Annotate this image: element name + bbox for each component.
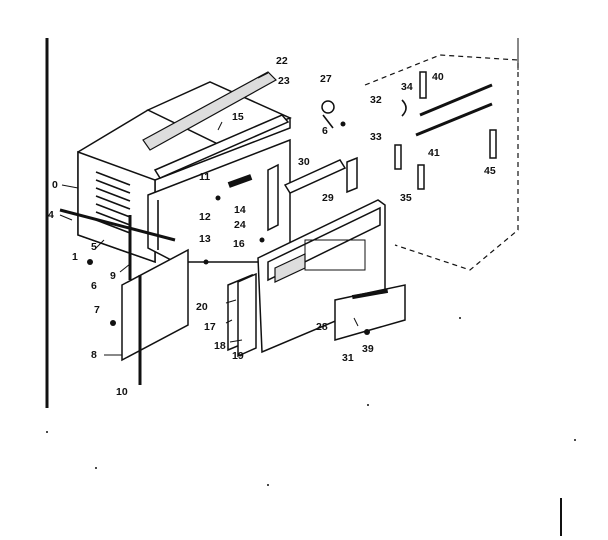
part-label-5: 5 (91, 241, 97, 253)
clip-16 (259, 237, 265, 243)
part-label-23: 23 (278, 75, 290, 87)
part-label-8: 8 (91, 349, 97, 361)
top-rail-23 (153, 114, 290, 179)
part-27-stem (322, 114, 334, 129)
part-34 (419, 71, 427, 99)
part-label-14: 14 (234, 204, 246, 216)
part-35 (417, 164, 425, 190)
part-label-24: 24 (234, 219, 246, 231)
part-33 (394, 144, 402, 170)
side-grille (95, 171, 131, 234)
screw-6 (340, 121, 346, 127)
part-label-17: 17 (204, 321, 216, 333)
side-panel-8 (121, 248, 189, 362)
part-label-32: 32 (370, 94, 382, 106)
part-label-9: 9 (110, 270, 116, 282)
part-label-41: 41 (428, 147, 440, 159)
screw-39 (364, 329, 370, 335)
part-label-20: 20 (196, 301, 208, 313)
screw-15 (217, 121, 223, 131)
part-label-19: 19 (232, 350, 244, 362)
part-label-29: 29 (322, 192, 334, 204)
rail-29 (283, 159, 347, 194)
post-29 (346, 156, 358, 194)
side-rail-4 (59, 208, 176, 242)
part-label-7: 7 (94, 304, 100, 316)
part-label-18: 18 (214, 340, 226, 352)
part-label-6-top: 6 (322, 125, 328, 137)
filter-18 (237, 272, 257, 358)
part-32 (401, 99, 407, 117)
rail-40 (419, 83, 493, 117)
part-label-4: 4 (48, 209, 54, 221)
part-label-34: 34 (401, 81, 413, 93)
screw-6-left (87, 259, 93, 265)
part-label-partial-0: 0 (52, 179, 58, 191)
part-label-15: 15 (232, 111, 244, 123)
part-label-22: 22 (276, 55, 288, 67)
part-label-39: 39 (362, 343, 374, 355)
vent-window (304, 239, 366, 271)
part-label-40: 40 (432, 71, 444, 83)
part-label-30: 30 (298, 156, 310, 168)
part-label-11: 11 (199, 171, 211, 183)
clip-14 (227, 174, 253, 188)
part-45 (489, 129, 497, 159)
kit-outline (364, 54, 519, 271)
rail-41 (415, 102, 493, 137)
screw-12 (215, 195, 221, 201)
part-label-31: 31 (342, 352, 354, 364)
knob-slot (351, 288, 389, 300)
part-label-13: 13 (199, 233, 211, 245)
part-label-partial-1: 1 (72, 251, 78, 263)
part-label-45: 45 (484, 165, 496, 177)
part-27 (321, 100, 335, 114)
part-label-33: 33 (370, 131, 382, 143)
part-label-28: 28 (316, 321, 328, 333)
top-rail-22 (142, 71, 277, 151)
inner-frame-11 (147, 138, 291, 263)
part-label-10: 10 (116, 386, 128, 398)
screw-7 (110, 320, 116, 326)
part-label-16: 16 (233, 238, 245, 250)
scan-specks (46, 317, 576, 486)
part-label-12: 12 (199, 211, 211, 223)
part-label-27: 27 (320, 73, 332, 85)
bracket-30 (267, 163, 279, 232)
part-label-6-left: 6 (91, 280, 97, 292)
screw-13 (203, 259, 209, 265)
part-label-35: 35 (400, 192, 412, 204)
leader-lines (59, 72, 359, 356)
